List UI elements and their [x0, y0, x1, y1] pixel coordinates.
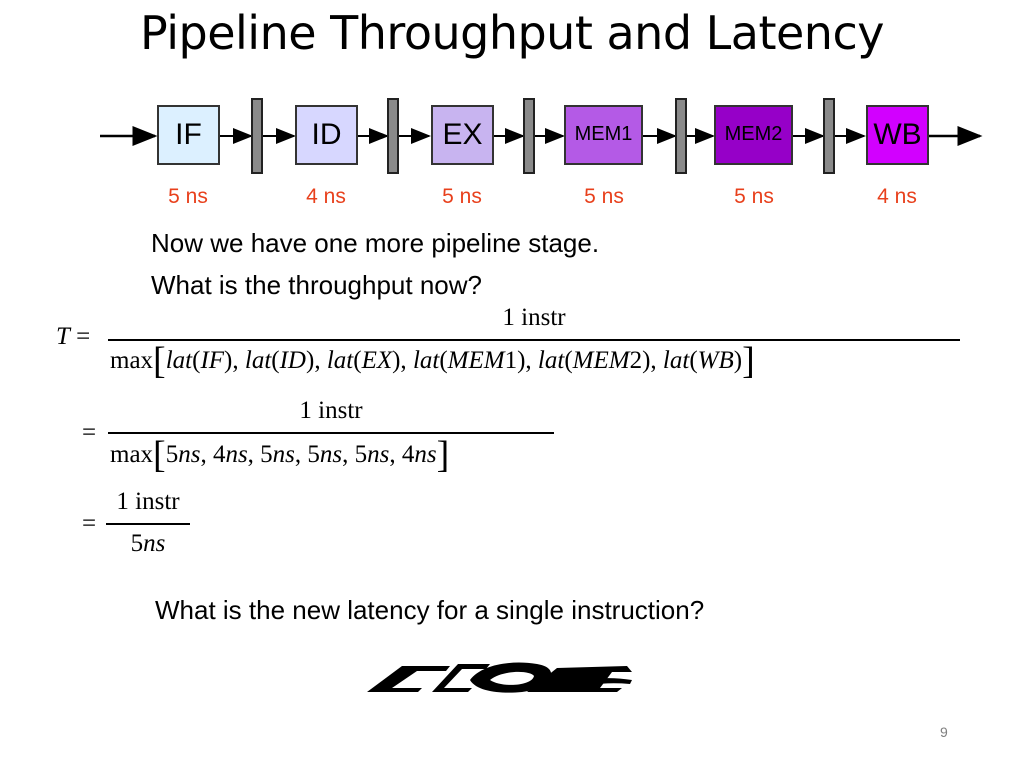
pipeline-latch	[251, 98, 263, 174]
eq2-numerator: 1 instr	[299, 397, 363, 424]
stage-mem1: MEM1	[564, 105, 643, 165]
stage-if: IF	[157, 105, 220, 165]
pipeline-latch	[823, 98, 835, 174]
stage-id: ID	[295, 105, 358, 165]
eq1-fraction-bar	[108, 339, 960, 341]
eq3-equals: =	[82, 510, 97, 537]
eq3-denominator: 5ns	[130, 530, 166, 557]
intro-line-2: What is the throughput now?	[151, 270, 482, 300]
page-number: 9	[940, 724, 948, 740]
pipeline-latch	[523, 98, 535, 174]
eq2-denominator: max[5ns, 4ns, 5ns, 5ns, 5ns, 4ns]	[110, 434, 450, 476]
eq2-fraction-bar	[108, 432, 554, 434]
latency-mem1: 5 ns	[584, 185, 624, 208]
eq3-numerator: 1 instr	[116, 488, 180, 515]
eq-lhs: T =	[56, 323, 91, 350]
stage-wb: WB	[866, 105, 929, 165]
latency-mem2: 5 ns	[734, 185, 774, 208]
intro-line-1: Now we have one more pipeline stage.	[151, 228, 600, 258]
eq1-numerator: 1 instr	[502, 304, 566, 331]
latency-id: 4 ns	[306, 185, 346, 208]
eq3-fraction-bar	[106, 523, 190, 525]
latency-if: 5 ns	[168, 185, 208, 208]
eq2-equals: =	[82, 419, 97, 446]
slide-title: Pipeline Throughput and Latency	[140, 6, 884, 60]
stage-ex: EX	[431, 105, 494, 165]
latency-question: What is the new latency for a single ins…	[155, 595, 705, 625]
eq1-denominator: max[lat(IF), lat(ID), lat(EX), lat(MEM1)…	[110, 340, 755, 382]
pipeline-latch	[387, 98, 399, 174]
latency-ex: 5 ns	[442, 185, 482, 208]
pipeline-latch	[675, 98, 687, 174]
stage-mem2: MEM2	[714, 105, 793, 165]
pipeline-diagram	[100, 98, 983, 174]
handwritten-answer-image	[367, 662, 632, 693]
latency-wb: 4 ns	[877, 185, 917, 208]
